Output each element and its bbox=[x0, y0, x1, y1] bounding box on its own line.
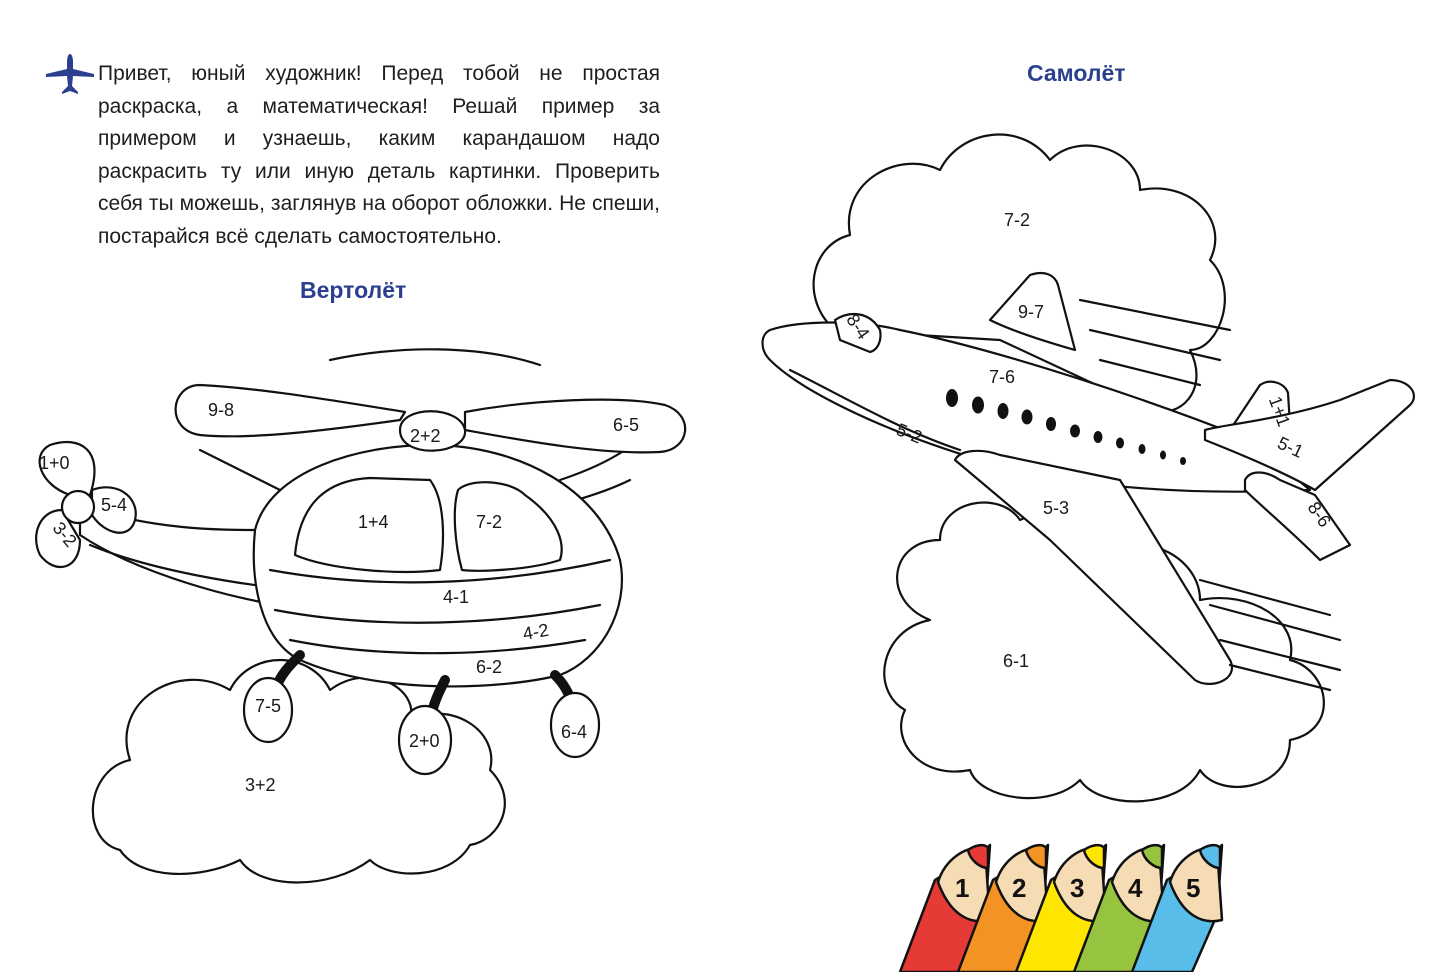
airplane-lower-stabilizer bbox=[1243, 471, 1352, 562]
pencil-4: 4 bbox=[1072, 843, 1166, 972]
label-blade-right: 6-5 bbox=[613, 415, 639, 435]
helicopter-wheel-right bbox=[549, 691, 601, 759]
label-wing: 5-3 bbox=[1043, 498, 1069, 518]
airplane-cockpit bbox=[833, 312, 882, 354]
pencil-1: 1 bbox=[898, 843, 992, 972]
airplane-cloud-bottom bbox=[883, 501, 1325, 803]
airplane-drawing bbox=[761, 133, 1415, 803]
helicopter-cloud bbox=[91, 659, 506, 884]
svg-text:2: 2 bbox=[1012, 873, 1026, 903]
label-wheel-mid: 2+0 bbox=[409, 731, 440, 751]
pencil-2: 2 bbox=[956, 843, 1050, 972]
label-helicopter-cloud: 3+2 bbox=[245, 775, 276, 795]
label-tail-prop-right: 5-4 bbox=[101, 495, 127, 515]
svg-text:1: 1 bbox=[955, 873, 969, 903]
label-blade-left: 9-8 bbox=[208, 400, 234, 420]
label-body: 4-1 bbox=[443, 587, 469, 607]
airplane-top-fin bbox=[988, 271, 1077, 352]
label-top-fin: 9-7 bbox=[1018, 302, 1044, 322]
helicopter-hub bbox=[398, 410, 467, 452]
airplane-wing bbox=[953, 449, 1234, 685]
label-fuselage: 7-6 bbox=[989, 367, 1015, 387]
tail-prop-bottom bbox=[35, 508, 82, 568]
pencil-legend: 1 2 3 4 5 bbox=[898, 843, 1224, 972]
helicopter-window-left bbox=[293, 476, 445, 573]
label-window-left: 1+4 bbox=[358, 512, 389, 532]
helicopter-wheel-mid bbox=[397, 704, 453, 776]
svg-text:4: 4 bbox=[1128, 873, 1143, 903]
svg-text:3: 3 bbox=[1070, 873, 1084, 903]
label-hub: 2+2 bbox=[410, 426, 441, 446]
airplane-icon bbox=[46, 54, 94, 94]
label-stripe: 4-2 bbox=[521, 620, 550, 644]
helicopter-wheel-left bbox=[242, 676, 294, 744]
label-tail-prop-top: 1+0 bbox=[39, 453, 70, 473]
label-cloud-bottom: 6-1 bbox=[1003, 651, 1029, 671]
intro-text: Привет, юный художник! Перед тобой не пр… bbox=[98, 62, 660, 248]
tail-prop-right bbox=[90, 486, 137, 534]
helicopter-window-right bbox=[453, 481, 563, 572]
airplane-fuselage bbox=[761, 321, 1312, 493]
airplane-cloud-top bbox=[812, 133, 1226, 413]
helicopter-drawing bbox=[35, 348, 687, 884]
label-cloud-top: 7-2 bbox=[1004, 210, 1030, 230]
helicopter-blade-left bbox=[174, 383, 407, 438]
label-belly: 6-2 bbox=[476, 657, 502, 677]
helicopter-title: Вертолёт bbox=[300, 277, 407, 303]
airplane-title: Самолёт bbox=[1027, 60, 1126, 86]
svg-text:5: 5 bbox=[1186, 873, 1200, 903]
label-window-right: 7-2 bbox=[476, 512, 502, 532]
tail-prop-top bbox=[38, 440, 96, 497]
helicopter-blade-right bbox=[463, 398, 687, 454]
label-wheel-left: 7-5 bbox=[255, 696, 281, 716]
label-wheel-right: 6-4 bbox=[561, 722, 587, 742]
pencil-5: 5 bbox=[1130, 843, 1224, 972]
airplane-stabilizer bbox=[1203, 378, 1415, 492]
